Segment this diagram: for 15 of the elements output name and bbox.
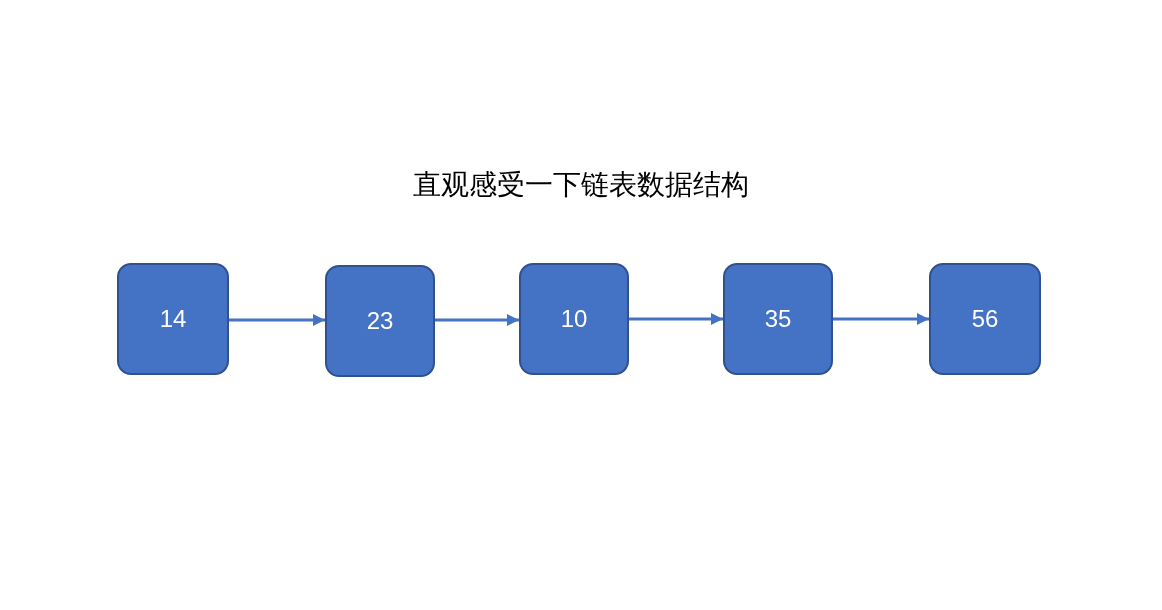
list-node-box: [117, 263, 229, 375]
arrow: [629, 313, 723, 325]
list-node-box: [929, 263, 1041, 375]
node-value: 23: [366, 307, 394, 335]
list-node-box: [325, 265, 435, 377]
arrow: [435, 314, 519, 326]
node-value: 14: [159, 305, 187, 333]
list-node-box: [723, 263, 833, 375]
node-value: 35: [764, 305, 792, 333]
arrow: [229, 314, 325, 326]
diagram-title: 直观感受一下链表数据结构: [413, 168, 749, 202]
list-node-box: [519, 263, 629, 375]
node-value: 10: [560, 305, 588, 333]
arrow: [833, 313, 929, 325]
node-value: 56: [971, 305, 999, 333]
